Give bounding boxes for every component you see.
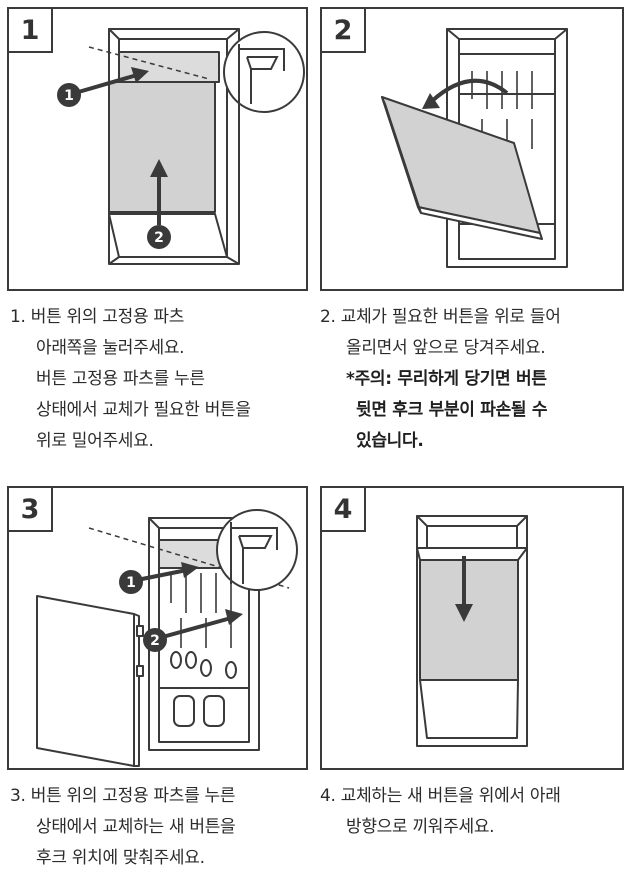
step-1-illustration: 1: [7, 7, 308, 291]
zoom-circle: [216, 509, 298, 591]
caption-line: 상태에서 교체가 필요한 버튼을: [36, 400, 251, 420]
button-shape: [36, 595, 135, 767]
button-shape: [419, 559, 519, 681]
warning-line: 뒷면 후크 부분이 파손될 수: [356, 400, 548, 420]
step-1-number: 1: [9, 9, 53, 53]
caption-line: 2. 교체가 필요한 버튼을 위로 들어: [320, 307, 561, 327]
caption-line: 4. 교체하는 새 버튼을 위에서 아래: [320, 786, 561, 806]
step-3-drawing: 1 2: [36, 509, 298, 767]
caption-line: 방향으로 끼워주세요.: [346, 817, 495, 837]
step-1-drawing: 1 2: [57, 28, 305, 265]
marker-1: 1: [126, 575, 136, 591]
caption-line: 1. 버튼 위의 고정용 파츠: [10, 307, 185, 327]
step-4-caption: 4. 교체하는 새 버튼을 위에서 아래 방향으로 끼워주세요.: [320, 781, 561, 843]
caption-line: 올리면서 앞으로 당겨주세요.: [346, 338, 546, 358]
step-3-caption: 3. 버튼 위의 고정용 파츠를 누른 상태에서 교체하는 새 버튼을 후크 위…: [10, 781, 236, 874]
step-3-illustration: 3: [7, 486, 308, 770]
step-2-caption: 2. 교체가 필요한 버튼을 위로 들어 올리면서 앞으로 당겨주세요. *주의…: [320, 302, 561, 457]
warning-line: 있습니다.: [356, 431, 424, 451]
warning-line: *주의: 무리하게 당기면 버튼: [346, 369, 547, 389]
marker-2: 2: [150, 633, 160, 649]
step-2-number: 2: [322, 9, 366, 53]
step-3-number: 3: [9, 488, 53, 532]
zoom-circle: [223, 31, 305, 113]
step-4-number: 4: [322, 488, 366, 532]
step-2-illustration: 2: [320, 7, 624, 291]
caption-line: 위로 밀어주세요.: [36, 431, 154, 451]
button-shape: [108, 81, 216, 213]
caption-line: 아래쪽을 눌러주세요.: [36, 338, 185, 358]
step-4-drawing: [416, 515, 528, 747]
step-1-caption: 1. 버튼 위의 고정용 파츠 아래쪽을 눌러주세요. 버튼 고정용 파츠를 누…: [10, 302, 251, 457]
caption-line: 3. 버튼 위의 고정용 파츠를 누른: [10, 786, 236, 806]
step-2-drawing: [381, 28, 568, 268]
step-4-illustration: 4: [320, 486, 624, 770]
marker-1: 1: [64, 88, 74, 104]
caption-line: 상태에서 교체하는 새 버튼을: [36, 817, 236, 837]
caption-line: 버튼 고정용 파츠를 누른: [36, 369, 205, 389]
marker-2: 2: [154, 230, 164, 246]
caption-line: 후크 위치에 맞춰주세요.: [36, 848, 205, 868]
